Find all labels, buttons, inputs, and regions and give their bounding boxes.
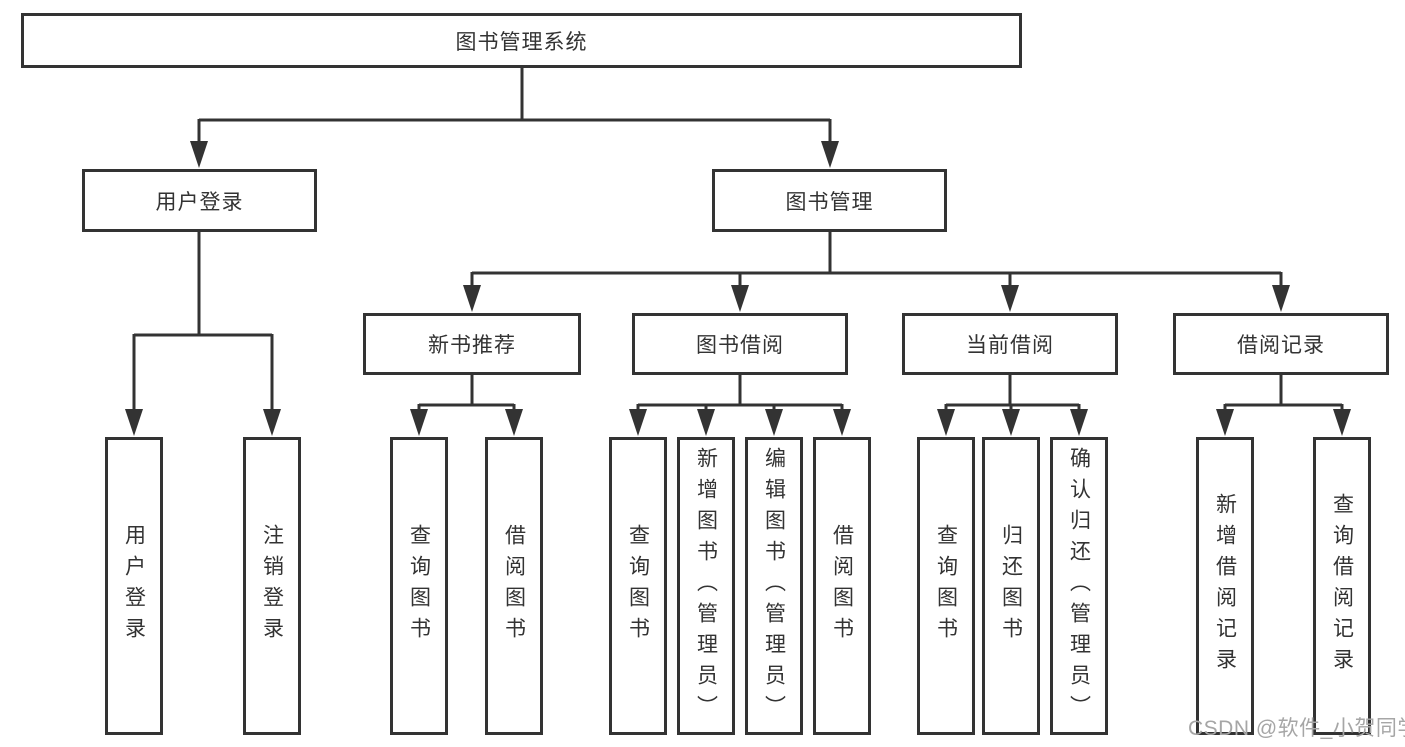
node-book-borrowing: 图书借阅 — [632, 313, 848, 375]
leaf-label: 归还图书 — [999, 524, 1023, 648]
leaf-label: 新增借阅记录 — [1213, 493, 1237, 679]
leaf-confirm-return-admin: 确认归还（管理员） — [1050, 437, 1108, 735]
leaf-query-books-borrowing: 查询图书 — [609, 437, 667, 735]
leaf-label: 借阅图书 — [830, 524, 854, 648]
leaf-query-borrow-record: 查询借阅记录 — [1313, 437, 1371, 735]
leaf-label: 用户登录 — [122, 524, 146, 648]
leaf-label: 编辑图书（管理员） — [762, 446, 786, 726]
node-borrowing-records: 借阅记录 — [1173, 313, 1389, 375]
leaf-add-books-admin: 新增图书（管理员） — [677, 437, 735, 735]
leaf-label: 确认归还（管理员） — [1067, 446, 1091, 726]
leaf-query-books-current: 查询图书 — [917, 437, 975, 735]
leaf-label: 新增图书（管理员） — [694, 446, 718, 726]
node-current-borrowing: 当前借阅 — [902, 313, 1118, 375]
leaf-label: 查询图书 — [626, 524, 650, 648]
leaf-add-borrow-record: 新增借阅记录 — [1196, 437, 1254, 735]
leaf-label: 注销登录 — [260, 524, 284, 648]
leaf-logout: 注销登录 — [243, 437, 301, 735]
leaf-user-login: 用户登录 — [105, 437, 163, 735]
node-book-management: 图书管理 — [712, 169, 947, 232]
csdn-watermark: CSDN @软件_小贺同学 — [1188, 717, 1405, 740]
leaf-label: 借阅图书 — [502, 524, 526, 648]
arrowheads — [125, 141, 1351, 436]
leaf-return-books: 归还图书 — [982, 437, 1040, 735]
leaf-borrow-books-recommend: 借阅图书 — [485, 437, 543, 735]
leaf-label: 查询图书 — [407, 524, 431, 648]
leaf-label: 查询借阅记录 — [1330, 493, 1354, 679]
leaf-label: 查询图书 — [934, 524, 958, 648]
leaf-query-books-recommend: 查询图书 — [390, 437, 448, 735]
node-user-login: 用户登录 — [82, 169, 317, 232]
node-new-book-recommendation: 新书推荐 — [363, 313, 581, 375]
leaf-borrow-books: 借阅图书 — [813, 437, 871, 735]
node-library-management-system: 图书管理系统 — [21, 13, 1022, 68]
leaf-edit-books-admin: 编辑图书（管理员） — [745, 437, 803, 735]
